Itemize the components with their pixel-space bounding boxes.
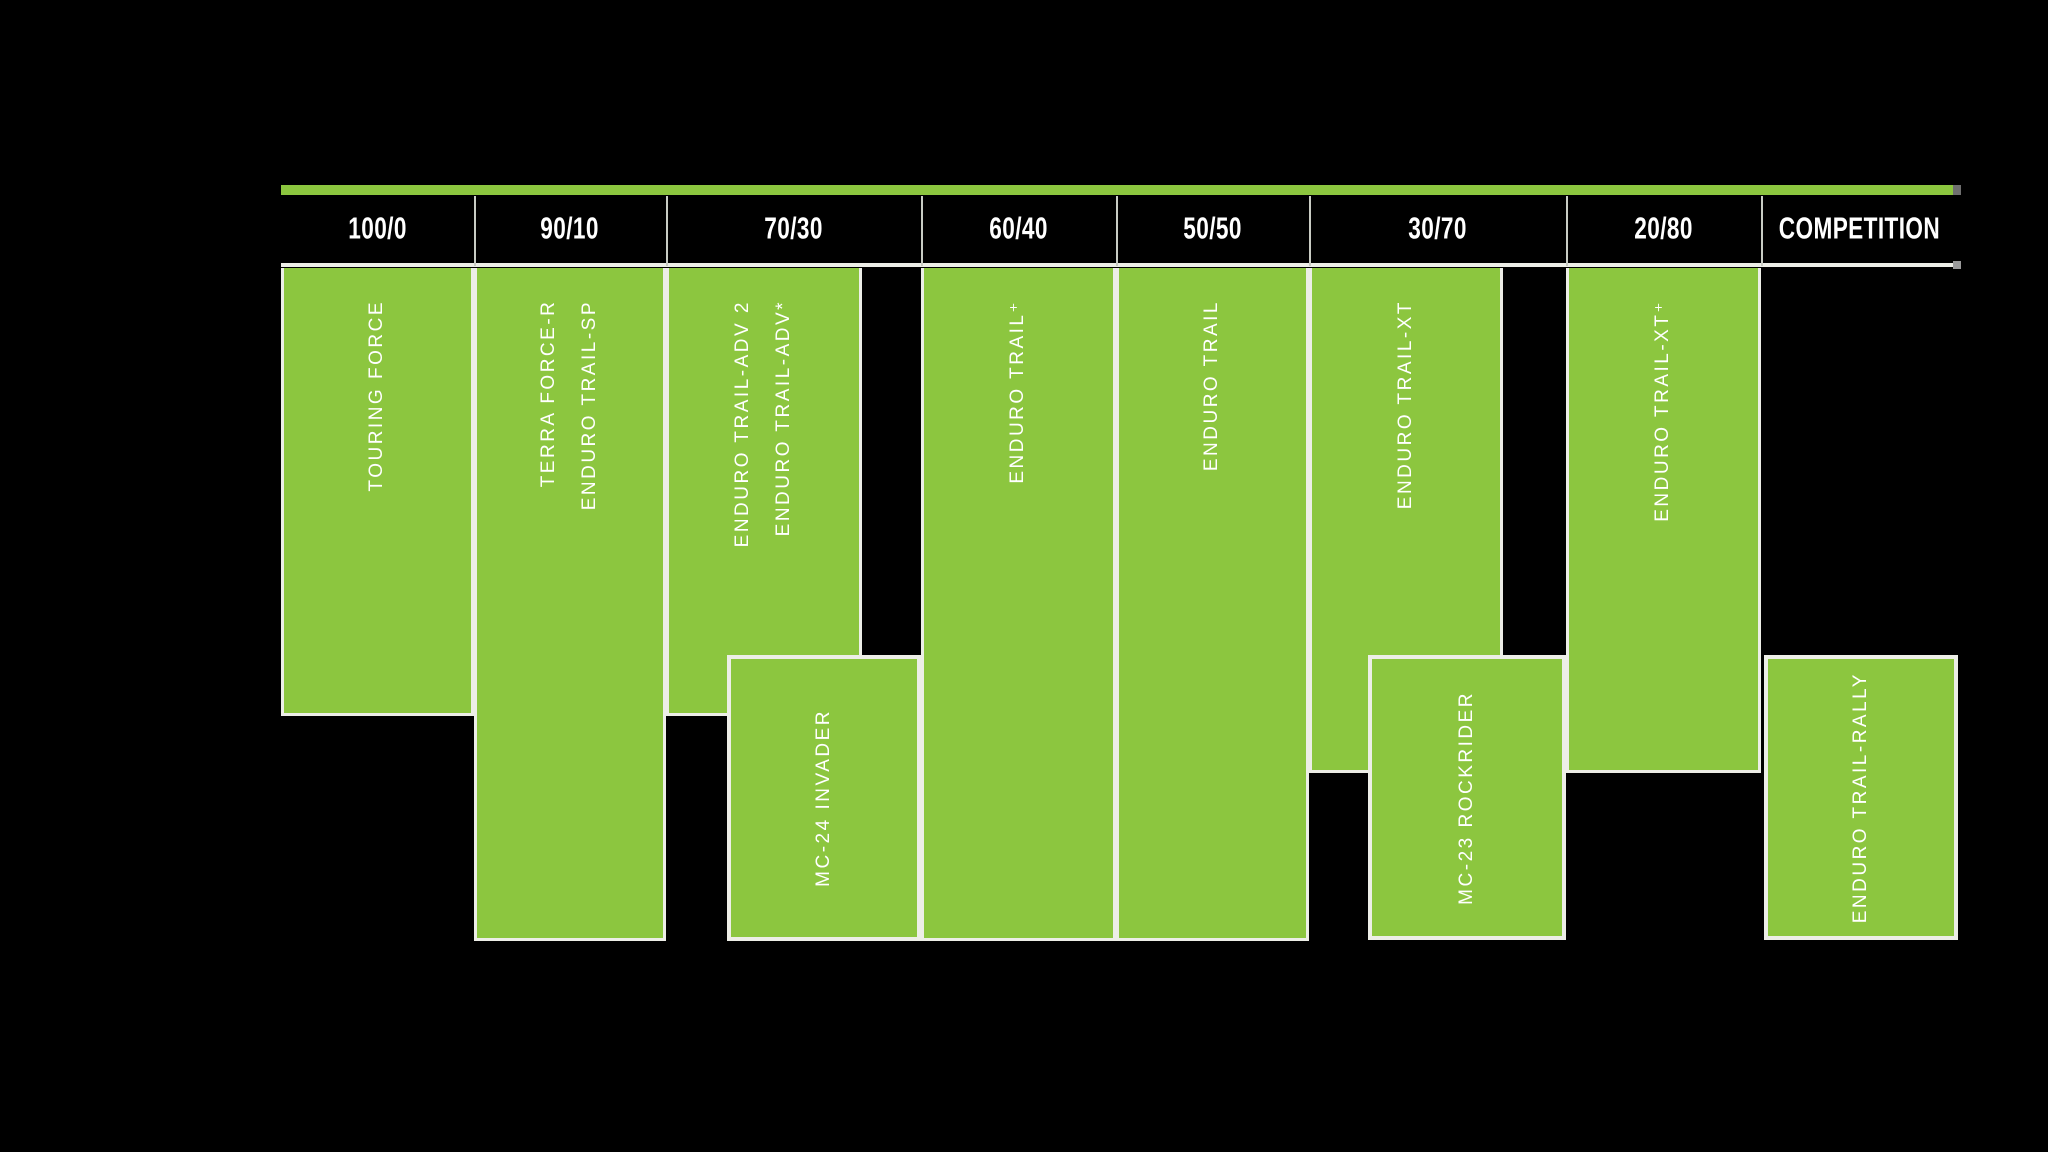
header-divider xyxy=(474,196,476,266)
product-label: MC-24 INVADER xyxy=(812,709,834,887)
header-cell-30-70: 30/70 xyxy=(1309,195,1566,264)
header-cell-60-40: 60/40 xyxy=(921,195,1116,264)
header-cell-50-50: 50/50 xyxy=(1116,195,1309,264)
header-divider xyxy=(1309,196,1311,266)
product-label: ENDURO TRAIL-RALLY xyxy=(1849,671,1871,924)
header-divider xyxy=(921,196,923,266)
line-end-marker xyxy=(1953,261,1961,269)
header-label: 70/30 xyxy=(764,212,823,246)
header-divider xyxy=(1116,196,1118,266)
product-label: ENDURO TRAIL-XT⁺ xyxy=(1652,300,1674,522)
header-cell-90-10: 90/10 xyxy=(474,195,666,264)
header-divider xyxy=(1566,196,1568,266)
header-label: 90/10 xyxy=(540,212,600,246)
product-label: TOURING FORCE xyxy=(366,300,388,492)
header-divider xyxy=(1761,196,1763,266)
header-label: 100/0 xyxy=(348,212,407,246)
green-accent-bar xyxy=(281,185,1953,195)
header-label: 30/70 xyxy=(1408,212,1467,246)
product-block-mc-23-rockrider: MC-23 ROCKRIDER xyxy=(1368,655,1566,940)
header-divider xyxy=(666,196,668,266)
product-block-enduro-trail-: ENDURO TRAIL⁺ xyxy=(921,268,1116,941)
product-label: TERRA FORCE-R ENDURO TRAIL-SP xyxy=(538,300,600,511)
product-block-enduro-trail: ENDURO TRAIL xyxy=(1116,268,1309,941)
header-cell-100-0: 100/0 xyxy=(281,195,474,264)
header-label: 50/50 xyxy=(1183,212,1242,246)
header-label: 20/80 xyxy=(1634,212,1693,246)
header-cell-competition: COMPETITION xyxy=(1761,195,1958,264)
header-cell-20-80: 20/80 xyxy=(1566,195,1761,264)
product-label: ENDURO TRAIL⁺ xyxy=(1007,300,1029,484)
line-end-marker xyxy=(1953,185,1961,195)
product-label: ENDURO TRAIL-XT xyxy=(1394,300,1416,510)
header-label: COMPETITION xyxy=(1778,212,1941,246)
product-block-terra-force-r: TERRA FORCE-R ENDURO TRAIL-SP xyxy=(474,268,666,941)
product-block-enduro-trail-adv-2: ENDURO TRAIL-ADV 2 ENDURO TRAIL-ADV* xyxy=(666,268,862,716)
product-block-enduro-trail-rally: ENDURO TRAIL-RALLY xyxy=(1764,655,1958,940)
product-label: ENDURO TRAIL-ADV 2 ENDURO TRAIL-ADV* xyxy=(732,300,794,548)
product-block-enduro-trail-xt-: ENDURO TRAIL-XT⁺ xyxy=(1566,268,1761,773)
header-cell-70-30: 70/30 xyxy=(666,195,921,264)
header-label: 60/40 xyxy=(989,212,1048,246)
product-block-mc-24-invader: MC-24 INVADER xyxy=(727,655,921,941)
product-label: ENDURO TRAIL xyxy=(1201,300,1223,472)
product-block-touring-force: TOURING FORCE xyxy=(281,268,474,716)
product-label: MC-23 ROCKRIDER xyxy=(1455,690,1477,905)
